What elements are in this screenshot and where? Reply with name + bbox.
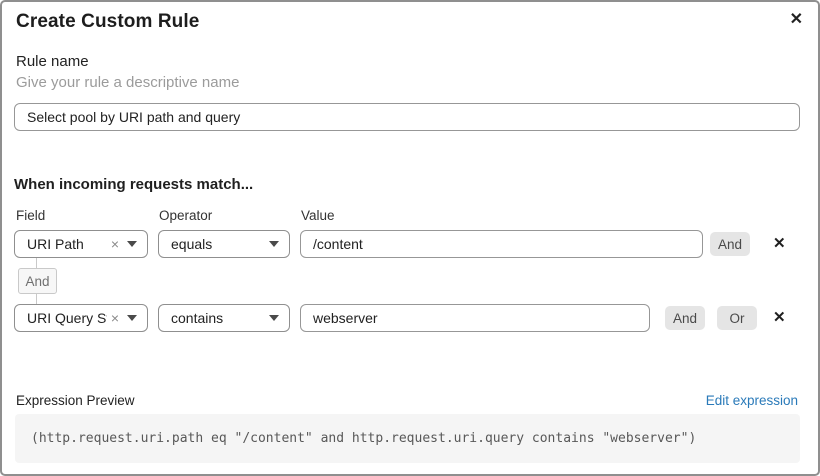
field-select-row1[interactable]: URI Path × bbox=[14, 230, 148, 258]
chevron-down-icon bbox=[127, 241, 137, 247]
field-select-row2[interactable]: URI Query St... × bbox=[14, 304, 148, 332]
or-button-row2[interactable]: Or bbox=[717, 306, 757, 330]
rule-name-label: Rule name bbox=[16, 53, 89, 70]
field-select-row2-value: URI Query St... bbox=[27, 310, 107, 326]
expression-code: (http.request.uri.path eq "/content" and… bbox=[31, 431, 697, 446]
operator-select-row2-value: contains bbox=[171, 310, 224, 326]
column-label-value: Value bbox=[301, 208, 335, 223]
clear-selection-icon[interactable]: × bbox=[110, 310, 119, 326]
and-button-row2[interactable]: And bbox=[665, 306, 705, 330]
edit-expression-link[interactable]: Edit expression bbox=[705, 393, 798, 408]
operator-select-row1[interactable]: equals bbox=[158, 230, 290, 258]
delete-row2-icon[interactable]: ✕ bbox=[773, 306, 786, 330]
dialog-title: Create Custom Rule bbox=[16, 11, 200, 32]
value-input-row2[interactable] bbox=[300, 304, 650, 332]
rule-name-input[interactable] bbox=[14, 103, 800, 131]
match-heading: When incoming requests match... bbox=[14, 176, 254, 193]
field-select-row1-value: URI Path bbox=[27, 236, 84, 252]
operator-select-row2[interactable]: contains bbox=[158, 304, 290, 332]
column-label-field: Field bbox=[16, 208, 46, 223]
connector-and-badge: And bbox=[18, 268, 57, 294]
chevron-down-icon bbox=[269, 241, 279, 247]
clear-selection-icon[interactable]: × bbox=[110, 236, 119, 252]
connector-line-bottom bbox=[36, 294, 37, 304]
and-button-row1[interactable]: And bbox=[710, 232, 750, 256]
delete-row1-icon[interactable]: ✕ bbox=[773, 232, 786, 256]
close-icon[interactable]: ✕ bbox=[788, 8, 805, 32]
rule-name-hint: Give your rule a descriptive name bbox=[16, 74, 240, 91]
chevron-down-icon bbox=[269, 315, 279, 321]
column-label-operator: Operator bbox=[159, 208, 213, 223]
expression-preview-label: Expression Preview bbox=[16, 393, 135, 408]
chevron-down-icon bbox=[127, 315, 137, 321]
connector-line-top bbox=[36, 258, 37, 268]
operator-select-row1-value: equals bbox=[171, 236, 213, 252]
expression-code-block: (http.request.uri.path eq "/content" and… bbox=[15, 414, 800, 463]
value-input-row1[interactable] bbox=[300, 230, 703, 258]
